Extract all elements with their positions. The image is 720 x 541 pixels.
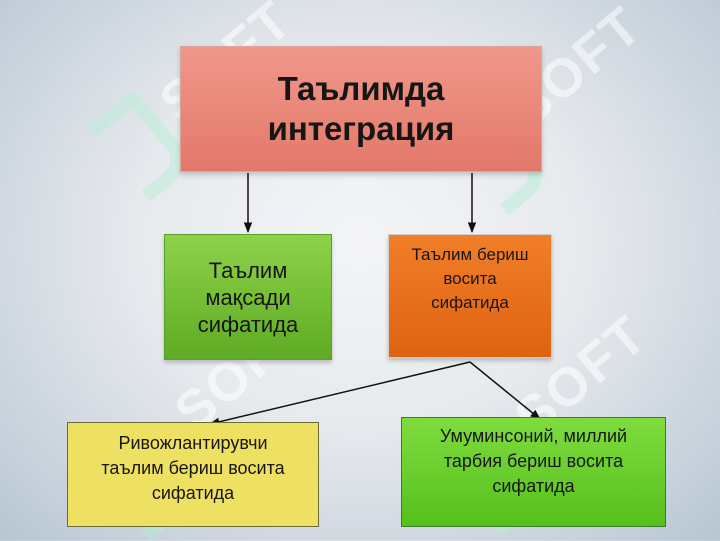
humanist-text: Умуминсоний, миллий тарбия бериш восита … (439, 426, 628, 496)
arrow-means-to-developing (208, 361, 471, 426)
title-box: Таълимда интеграция (180, 46, 542, 172)
purpose-box: Таълим мақсади сифатида (164, 234, 332, 360)
means-text: Таълим бериш восита сифатида (411, 245, 529, 312)
developing-box: Ривожлантирувчи таълим бериш восита сифа… (67, 422, 319, 527)
humanist-box: Умуминсоний, миллий тарбия бериш восита … (401, 417, 666, 527)
developing-text: Ривожлантирувчи таълим бериш восита сифа… (101, 433, 285, 503)
means-box: Таълим бериш восита сифатида (388, 234, 552, 358)
arrow-means-to-humanist (469, 361, 541, 420)
purpose-text: Таълим мақсади сифатида (197, 257, 299, 337)
title-text: Таълимда интеграция (267, 70, 455, 147)
